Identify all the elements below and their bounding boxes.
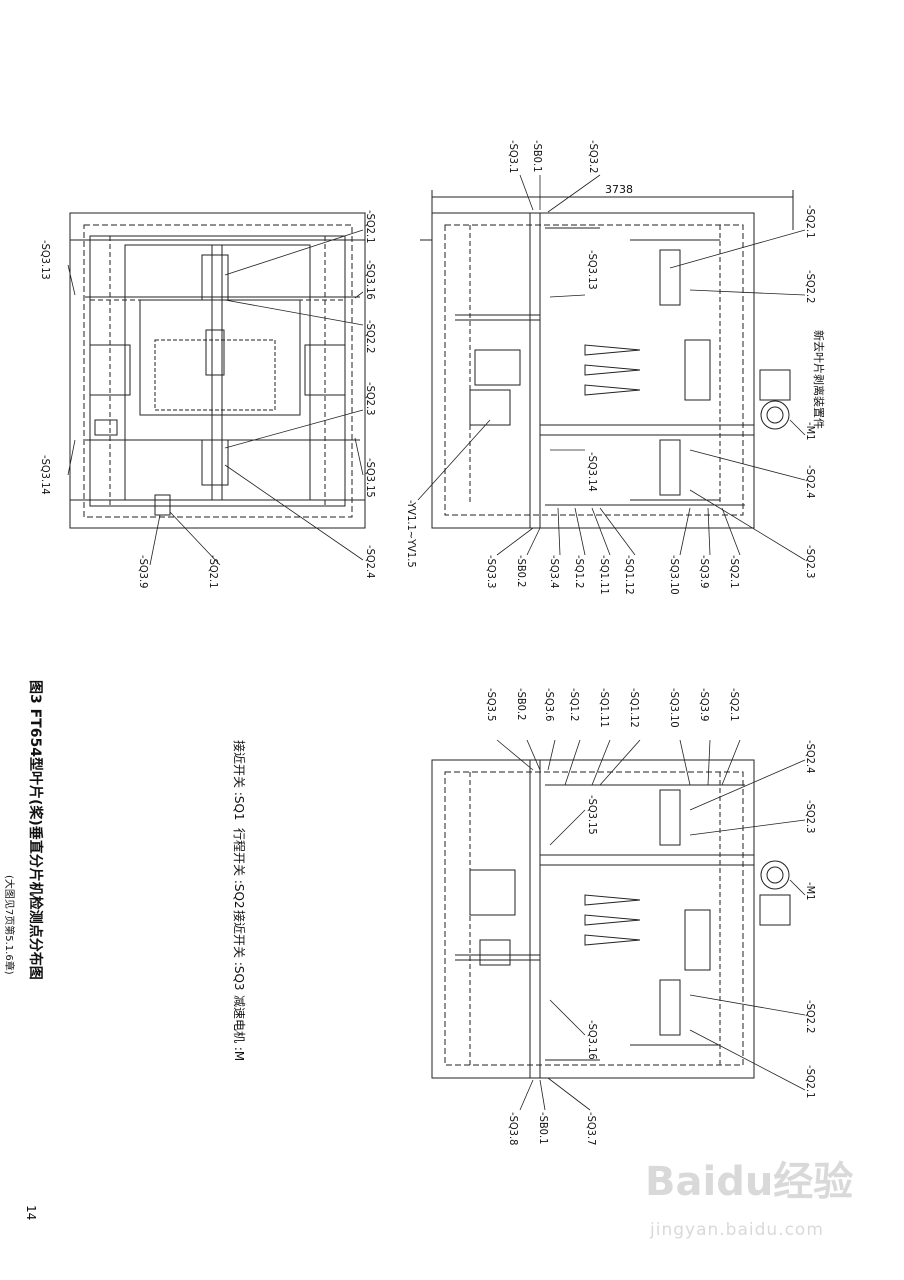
tl-label-sq2-1-bottom: -SQ2.1 xyxy=(207,555,220,588)
br-label-sq1-11: -SQ1.11 xyxy=(598,688,611,728)
br-label-sq2-1-top: -SQ2.1 xyxy=(728,688,741,721)
tr-label-sq3-10: -SQ3.10 xyxy=(668,555,681,595)
br-label-sq2-4: -SQ2.4 xyxy=(804,740,817,773)
watermark: Baidu经验 jingyan.baidu.com xyxy=(645,1159,853,1240)
tr-label-sq3-4: -SQ3.4 xyxy=(548,555,561,588)
dimension-3738: 3738 xyxy=(605,183,633,196)
tr-label-sq2-4: -SQ2.4 xyxy=(804,465,817,498)
tr-label-sq1-12: -SQ1.12 xyxy=(623,555,636,595)
tr-label-sb0-1: -SB0.1 xyxy=(531,140,544,172)
tl-label-sq3-15: -SQ3.15 xyxy=(364,458,377,498)
legend-item-sq2: 行程开关 :SQ2 xyxy=(232,828,246,909)
tl-label-sq3-13: -SQ3.13 xyxy=(39,240,52,280)
legend-item-m: 减速电机 :M xyxy=(232,995,246,1062)
br-label-sq3-9: -SQ3.9 xyxy=(698,688,711,721)
br-label-sq3-7: -SQ3.7 xyxy=(585,1112,598,1145)
br-label-sb0-1: -SB0.1 xyxy=(537,1112,550,1144)
br-label-sq3-16: -SQ3.16 xyxy=(586,1020,599,1060)
br-label-sq2-1: -SQ2.1 xyxy=(804,1065,817,1098)
tr-label-sq3-9: -SQ3.9 xyxy=(698,555,711,588)
br-label-sq2-2: -SQ2.2 xyxy=(804,1000,817,1033)
tl-label-sq2-2: -SQ2.2 xyxy=(364,320,377,353)
tl-label-sq3-14: -SQ3.14 xyxy=(39,455,52,495)
br-label-sb0-2: -SB0.2 xyxy=(515,688,528,720)
br-label-sq1-12: -SQ1.12 xyxy=(628,688,641,728)
leader-lines xyxy=(67,174,806,1111)
tr-label-sq3-2: -SQ3.2 xyxy=(587,140,600,173)
br-label-sq3-6: -SQ3.6 xyxy=(543,688,556,721)
tl-label-sq3-9: -SQ3.9 xyxy=(137,555,150,588)
tr-label-sq2-2: -SQ2.2 xyxy=(804,270,817,303)
tr-label-sq2-3: -SQ2.3 xyxy=(804,545,817,578)
watermark-url: jingyan.baidu.com xyxy=(649,1220,824,1240)
top-left-diagram xyxy=(69,212,366,529)
br-label-sq3-10: -SQ3.10 xyxy=(668,688,681,728)
br-label-sq2-3: -SQ2.3 xyxy=(804,800,817,833)
br-label-sq3-8: -SQ3.8 xyxy=(507,1112,520,1145)
tr-label-m1: -M1 xyxy=(804,422,817,440)
page-number: 14 xyxy=(24,1205,38,1221)
top-left-labels: -SQ2.1 -SQ3.16 -SQ2.2 -SQ2.3 -SQ3.15 -SQ… xyxy=(39,210,377,588)
br-label-sq3-15: -SQ3.15 xyxy=(586,795,599,835)
tr-label-sq2-1-bottom: -SQ2.1 xyxy=(728,555,741,588)
br-label-m1: -M1 xyxy=(804,882,817,900)
tr-label-sq2-1: -SQ2.1 xyxy=(804,205,817,238)
tl-label-sq2-3: -SQ2.3 xyxy=(364,382,377,415)
figure-caption-title: 图3 FT654型叶片(桨)垂直分片机检测点分布图 xyxy=(27,680,43,980)
tr-label-sq1-11: -SQ1.11 xyxy=(598,555,611,595)
tr-label-yv1: -YV1.1~YV1.5 xyxy=(405,500,418,568)
tr-label-sq3-13: -SQ3.13 xyxy=(586,250,599,290)
tr-label-sq3-1: -SQ3.1 xyxy=(507,140,520,173)
figure-caption-subtitle: (大图见7页第5.1.6章) xyxy=(3,875,14,975)
br-label-sq1-2: -SQ1.2 xyxy=(568,688,581,721)
legend-item-sq3: 接近开关 :SQ3 xyxy=(232,910,246,991)
tr-label-sq3-14: -SQ3.14 xyxy=(586,452,599,492)
note-text: 新去叶片剥离装置件 xyxy=(812,330,826,429)
legend-item-sq1: 接近开关 :SQ1 xyxy=(232,740,246,821)
tl-label-sq2-1: -SQ2.1 xyxy=(364,210,377,243)
bottom-right-labels: -SQ3.5 -SB0.2 -SQ3.6 -SQ1.2 -SQ1.11 -SQ1… xyxy=(485,688,817,1145)
tr-label-sq3-3: -SQ3.3 xyxy=(485,555,498,588)
tr-label-sb0-2: -SB0.2 xyxy=(515,555,528,587)
tl-label-sq2-4: -SQ2.4 xyxy=(364,545,377,578)
tr-label-sq1-2: -SQ1.2 xyxy=(573,555,586,588)
bottom-right-diagram xyxy=(431,759,791,1079)
top-right-diagram xyxy=(420,190,794,529)
top-right-labels: -SQ3.1 -SB0.1 -SQ3.2 -SQ2.1 -SQ2.2 -M1 -… xyxy=(405,140,817,595)
tl-label-sq3-16: -SQ3.16 xyxy=(364,260,377,300)
br-label-sq3-5: -SQ3.5 xyxy=(485,688,498,721)
watermark-logo: Baidu经验 xyxy=(645,1159,853,1205)
